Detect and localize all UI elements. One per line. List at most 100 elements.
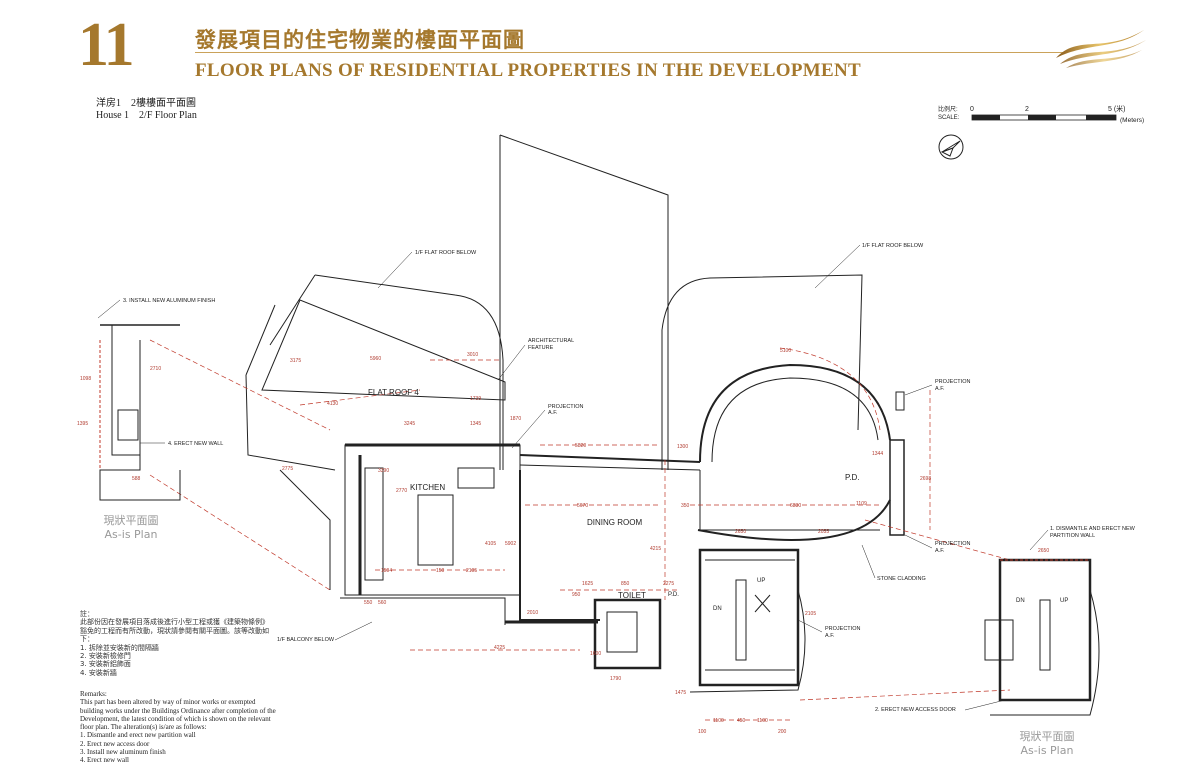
dim: 2105 (805, 611, 816, 617)
room-label-dining-room: DINING ROOM (587, 518, 642, 527)
asis-caption-left-zh: 現狀平面圖 (103, 514, 159, 527)
dim: 1870 (510, 416, 521, 422)
flat-roof-4-outline (261, 299, 506, 401)
room-label-pd-2: P.D. (668, 592, 679, 598)
dim: 200 (778, 729, 787, 735)
toilet-room (593, 598, 662, 670)
dim: 1790 (610, 676, 621, 682)
remarks-en-item: 2. Erect new access door (80, 739, 150, 748)
callout-install-aluminum: 3. INSTALL NEW ALUMINUM FINISH (123, 298, 215, 304)
dim: 1600 (590, 651, 601, 657)
callout-projection-lower-2: A.F. (825, 633, 835, 639)
callout-erect-access-door: 2. ERECT NEW ACCESS DOOR (875, 707, 956, 713)
notes-zh-heading: 註： (80, 610, 94, 618)
dim: 1100 (713, 718, 724, 724)
dim: 1345 (470, 421, 481, 427)
dim: 4225 (494, 645, 505, 651)
curved-projection (699, 363, 891, 463)
dim: 150 (436, 568, 445, 574)
dim: 550 (364, 600, 373, 606)
notes-zh-item: 3. 安裝新鋁飾面 (80, 660, 131, 669)
notes-zh-item: 2. 安裝新檢修門 (80, 652, 131, 661)
dim: 1344 (872, 451, 883, 457)
scale-tick-0: 0 (970, 106, 974, 113)
asis-caption-right: 現狀平面圖 As-is Plan (1012, 730, 1082, 758)
dim: 5670 (577, 503, 588, 509)
remarks-en-item: 4. Erect new wall (80, 756, 129, 765)
dim: 1109 (856, 501, 867, 507)
scale-legend: 比例尺: SCALE: (938, 106, 959, 122)
callout-projection-right-1: PROJECTION (935, 379, 970, 385)
dim: 3010 (467, 352, 478, 358)
callout-architectural-feature-2: FEATURE (528, 345, 554, 351)
dim: 350 (681, 503, 690, 509)
callout-projection-right-2: A.F. (935, 386, 945, 392)
asis-plan-left (99, 324, 181, 501)
plan-title: 洋房1 2樓樓面平面圖 House 1 2/F Floor Plan (96, 98, 197, 122)
dim: 5960 (370, 356, 381, 362)
dim: 5100 (780, 348, 791, 354)
notes-zh-item: 1. 拆除並安裝新的間隔牆 (80, 643, 159, 652)
dim: 3175 (290, 358, 301, 364)
plan-title-en: House 1 2/F Floor Plan (96, 110, 197, 121)
stair-label-dn: DN (713, 606, 722, 612)
callout-stone-cladding: STONE CLADDING (877, 576, 926, 582)
callout-projection-lower-1: PROJECTION (825, 626, 860, 632)
dim: 2650 (735, 529, 746, 535)
dim: 1300 (677, 444, 688, 450)
remarks-en-item: 3. Install new aluminum finish (80, 748, 166, 757)
scale-unit: (Meters) (1120, 117, 1144, 124)
room-label-pd: P.D. (845, 473, 860, 482)
dim: 1739 (470, 396, 481, 402)
flat-roof-below-outline-left (499, 134, 669, 470)
room-label-toilet: TOILET (618, 591, 646, 600)
stair-label-up-asis: UP (1060, 598, 1068, 604)
dim: 2710 (150, 366, 161, 372)
page-title-zh: 發展項目的住宅物業的樓面平面圖 (195, 27, 525, 52)
scale-tick-5: 5 (米) (1108, 104, 1126, 113)
callout-balcony-below: 1/F BALCONY BELOW (277, 637, 335, 643)
callout-dismantle-partition-2: PARTITION WALL (1050, 533, 1095, 539)
dim: 1475 (675, 690, 686, 696)
notes-zh: 註： 此部份因在發展項目落成後進行小型工程或獲《建築物條例》豁免的工程而有所改動… (80, 610, 275, 677)
dim: 2010 (527, 610, 538, 616)
asis-caption-right-en: As-is Plan (1020, 744, 1074, 757)
room-label-flat-roof-4: FLAT ROOF 4 (368, 388, 419, 397)
asis-caption-right-zh: 現狀平面圖 (1019, 730, 1075, 743)
callout-dismantle-partition-1: 1. DISMANTLE AND ERECT NEW (1050, 526, 1136, 532)
dim: 560 (378, 600, 387, 606)
room-label-kitchen: KITCHEN (410, 483, 445, 492)
dim: 1395 (77, 421, 88, 427)
dim: 3390 (378, 468, 389, 474)
notes-zh-item: 4. 安裝新牆 (80, 668, 117, 677)
dim: 1100 (757, 718, 768, 724)
dim: 2055 (818, 529, 829, 535)
callout-projection-mid-1: PROJECTION (935, 541, 970, 547)
dim: 6830 (790, 503, 801, 509)
asis-plan-right (984, 558, 1100, 716)
callout-projection-top-1: PROJECTION (548, 404, 583, 410)
remarks-en-heading: Remarks: (80, 690, 107, 698)
dim: 1098 (80, 376, 91, 382)
section-number: 11 (78, 11, 135, 79)
notes-zh-body: 此部份因在發展項目落成後進行小型工程或獲《建築物條例》豁免的工程而有所改動，現狀… (80, 618, 269, 644)
stair-core (698, 548, 800, 687)
dim: 950 (572, 592, 581, 598)
scale-label-en: SCALE: (938, 115, 960, 121)
scale-bar: 0 2 5 (米) (Meters) (970, 104, 1144, 124)
callout-erect-new-wall: 4. ERECT NEW WALL (168, 441, 223, 447)
dim: 850 (621, 581, 630, 587)
remarks-en: Remarks: This part has been altered by w… (80, 690, 280, 765)
dim: 100 (698, 729, 707, 735)
dim: 1625 (582, 581, 593, 587)
dim: 5902 (505, 541, 516, 547)
asis-caption-left-en: As-is Plan (104, 528, 158, 541)
callout-flat-roof-below-1: 1/F FLAT ROOF BELOW (415, 250, 477, 256)
page-title-en: FLOOR PLANS OF RESIDENTIAL PROPERTIES IN… (195, 60, 861, 81)
scale-label-zh: 比例尺: (938, 107, 958, 113)
remarks-en-body: This part has been altered by way of min… (80, 698, 276, 732)
dim: 3245 (404, 421, 415, 427)
asis-caption-left: 現狀平面圖 As-is Plan (96, 514, 166, 542)
stair-label-up: UP (757, 578, 765, 584)
